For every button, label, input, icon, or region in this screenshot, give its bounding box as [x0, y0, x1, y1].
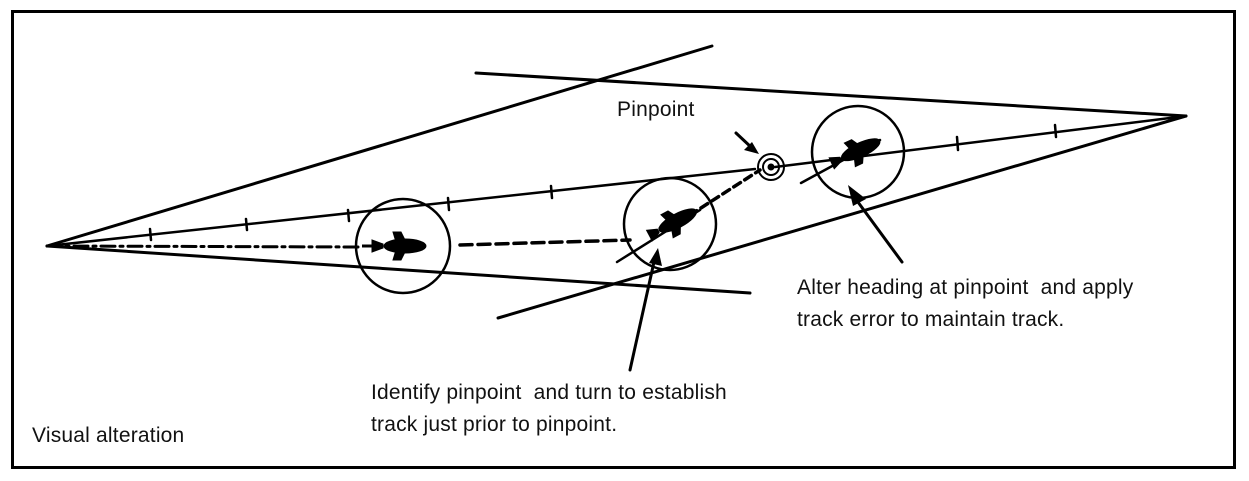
actual-track-dashed-2	[458, 238, 632, 247]
diagram-caption: Visual alteration	[32, 424, 185, 447]
tick-mark	[1053, 123, 1058, 139]
planned-track-first-leg	[45, 167, 757, 248]
tick-mark	[346, 208, 351, 223]
tick-mark	[549, 184, 554, 200]
alter-callout-line-1: Alter heading at pinpoint and apply	[797, 276, 1134, 299]
aircraft-circle-1	[354, 197, 452, 295]
pinpoint-label: Pinpoint	[617, 98, 695, 121]
aircraft-circle-2	[622, 176, 718, 272]
identify-callout-arrowhead	[649, 248, 662, 266]
left-upper-boundary-line	[45, 44, 714, 248]
aircraft-icon	[362, 231, 427, 261]
identify-callout-arrow-line	[628, 260, 656, 372]
tick-mark	[244, 217, 249, 232]
track-tick-marks	[148, 123, 1058, 242]
alter-callout-line-2: track error to maintain track.	[797, 308, 1065, 331]
alter-callout-arrowhead	[848, 185, 866, 206]
alter-callout-arrow-line	[853, 196, 904, 264]
pinpoint-target-icon	[757, 153, 785, 181]
aircraft-icon	[828, 138, 881, 170]
actual-track-dashed-3	[688, 168, 762, 217]
tick-mark	[955, 135, 960, 152]
tick-mark	[148, 227, 153, 242]
aircraft-icon	[645, 208, 697, 242]
right-upper-boundary-line	[474, 71, 1188, 118]
diagram-frame	[11, 10, 1236, 469]
actual-track-dashed-1	[45, 244, 362, 249]
right-lower-boundary-line	[496, 114, 1188, 320]
identify-callout-line-1: Identify pinpoint and turn to establish	[371, 381, 727, 404]
left-lower-boundary-line	[45, 244, 752, 295]
tick-mark	[446, 196, 451, 212]
pinpoint-arrowhead	[744, 142, 759, 154]
identify-callout-line-2: track just prior to pinpoint.	[371, 413, 618, 436]
